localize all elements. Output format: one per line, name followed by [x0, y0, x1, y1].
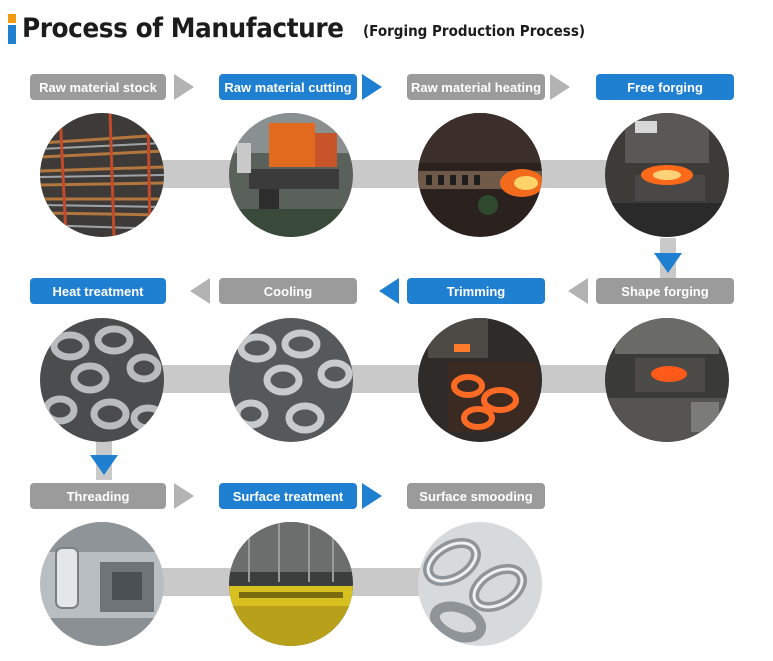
step-label-shape-forging: Shape forging	[596, 278, 734, 304]
photo-heat-treatment	[40, 318, 164, 442]
threading-machine-icon	[40, 522, 164, 646]
arrow-left-2	[379, 278, 399, 304]
step-label-heat-treatment: Heat treatment	[30, 278, 166, 304]
arrow-left-1	[190, 278, 210, 304]
arrow-right-5	[362, 483, 382, 509]
step-label-raw-material-cutting: Raw material cutting	[219, 74, 357, 100]
arrow-down-2	[90, 455, 118, 475]
photo-free-forging	[605, 113, 729, 237]
title-mark-blue	[8, 25, 16, 44]
step-label-raw-material-heating: Raw material heating	[407, 74, 545, 100]
title-mark-orange	[8, 14, 16, 23]
heat-treated-links-icon	[40, 318, 164, 442]
step-label-surface-treatment: Surface treatment	[219, 483, 357, 509]
step-label-trimming: Trimming	[407, 278, 545, 304]
photo-raw-material-cutting	[229, 113, 353, 237]
arrow-left-3	[568, 278, 588, 304]
arrow-right-2	[362, 74, 382, 100]
steel-bar-stock-icon	[40, 113, 164, 237]
trimming-hot-parts-icon	[418, 318, 542, 442]
heating-furnace-icon	[418, 113, 542, 237]
page-title: Process of Manufacture (Forging Producti…	[8, 8, 610, 44]
photo-surface-treatment	[229, 522, 353, 646]
title-main-text: Process of Manufacture	[22, 13, 344, 44]
photo-shape-forging	[605, 318, 729, 442]
arrow-down-1	[654, 253, 682, 273]
photo-cooling	[229, 318, 353, 442]
cutting-machine-icon	[229, 113, 353, 237]
arrow-right-4	[174, 483, 194, 509]
step-label-threading: Threading	[30, 483, 166, 509]
photo-raw-material-stock	[40, 113, 164, 237]
title-mark-icon	[8, 14, 16, 44]
arrow-right-3	[550, 74, 570, 100]
photo-trimming	[418, 318, 542, 442]
photo-surface-smooding	[418, 522, 542, 646]
connector-band-row1	[100, 160, 660, 188]
photo-raw-material-heating	[418, 113, 542, 237]
free-forging-press-icon	[605, 113, 729, 237]
surface-treatment-tank-icon	[229, 522, 353, 646]
step-label-raw-material-stock: Raw material stock	[30, 74, 166, 100]
photo-threading	[40, 522, 164, 646]
arrow-right-1	[174, 74, 194, 100]
title-sub-text: (Forging Production Process)	[363, 22, 586, 40]
cooling-links-icon	[229, 318, 353, 442]
step-label-cooling: Cooling	[219, 278, 357, 304]
step-label-surface-smooding: Surface smooding	[407, 483, 545, 509]
shape-forging-die-icon	[605, 318, 729, 442]
step-label-free-forging: Free forging	[596, 74, 734, 100]
polished-chain-icon	[418, 522, 542, 646]
connector-band-row2	[100, 365, 660, 393]
